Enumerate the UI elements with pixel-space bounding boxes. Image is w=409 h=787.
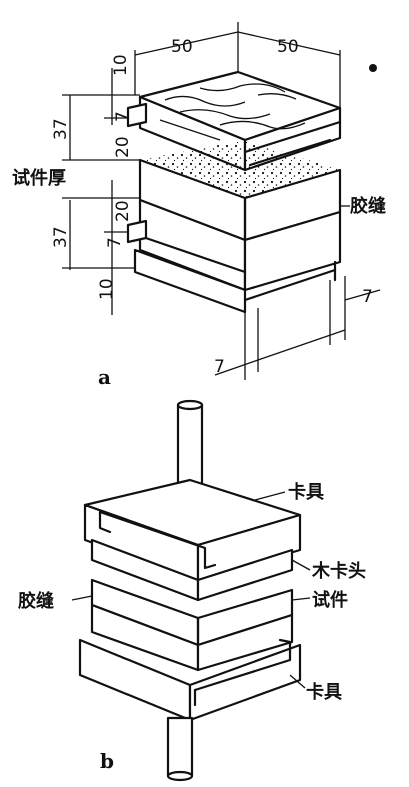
dim-top-10: 10 [111,54,131,76]
upper-wood-head [90,538,294,602]
dim-bottom-10: 10 [97,278,117,300]
label-wood-clamp-head: 木卡头 [311,560,366,582]
caption-a: a [98,365,111,389]
dim-bottom-7: 7 [214,357,225,377]
dim-upper-7: 7 [113,111,133,122]
lower-wood-head [90,603,294,672]
top-rod [176,399,204,497]
lower-wood-block [126,198,342,314]
dim-upper-37: 37 [51,118,71,140]
label-specimen-thickness: 试件厚 [12,167,66,189]
label-glue-seam-a: 胶缝 [350,195,386,217]
width-dimensions [134,22,341,115]
label-specimen: 试件 [312,589,348,611]
dim-upper-20: 20 [113,136,133,158]
dim-width-2: 50 [277,37,299,57]
upper-wood-block [126,70,342,172]
label-clamp-top: 卡具 [288,481,324,503]
top-clamp [83,478,302,582]
caption-b: b [100,749,114,773]
dim-lower-37: 37 [51,226,71,248]
dim-lower-7: 7 [105,237,125,248]
label-clamp-bottom: 卡具 [306,681,342,703]
label-glue-seam-b: 胶缝 [18,590,54,612]
dim-right-7: 7 [362,287,373,307]
bottom-rod [166,716,194,782]
dim-width-1: 50 [171,37,193,57]
figure-a: 50 50 10 37 20 7 20 37 7 10 7 7 试件厚 胶缝 a [12,22,386,389]
dim-lower-20: 20 [113,200,133,222]
leg-dimensions [214,276,381,380]
figure-b: 卡具 木卡头 胶缝 试件 卡具 b [18,399,366,782]
dot-mark [369,64,377,72]
